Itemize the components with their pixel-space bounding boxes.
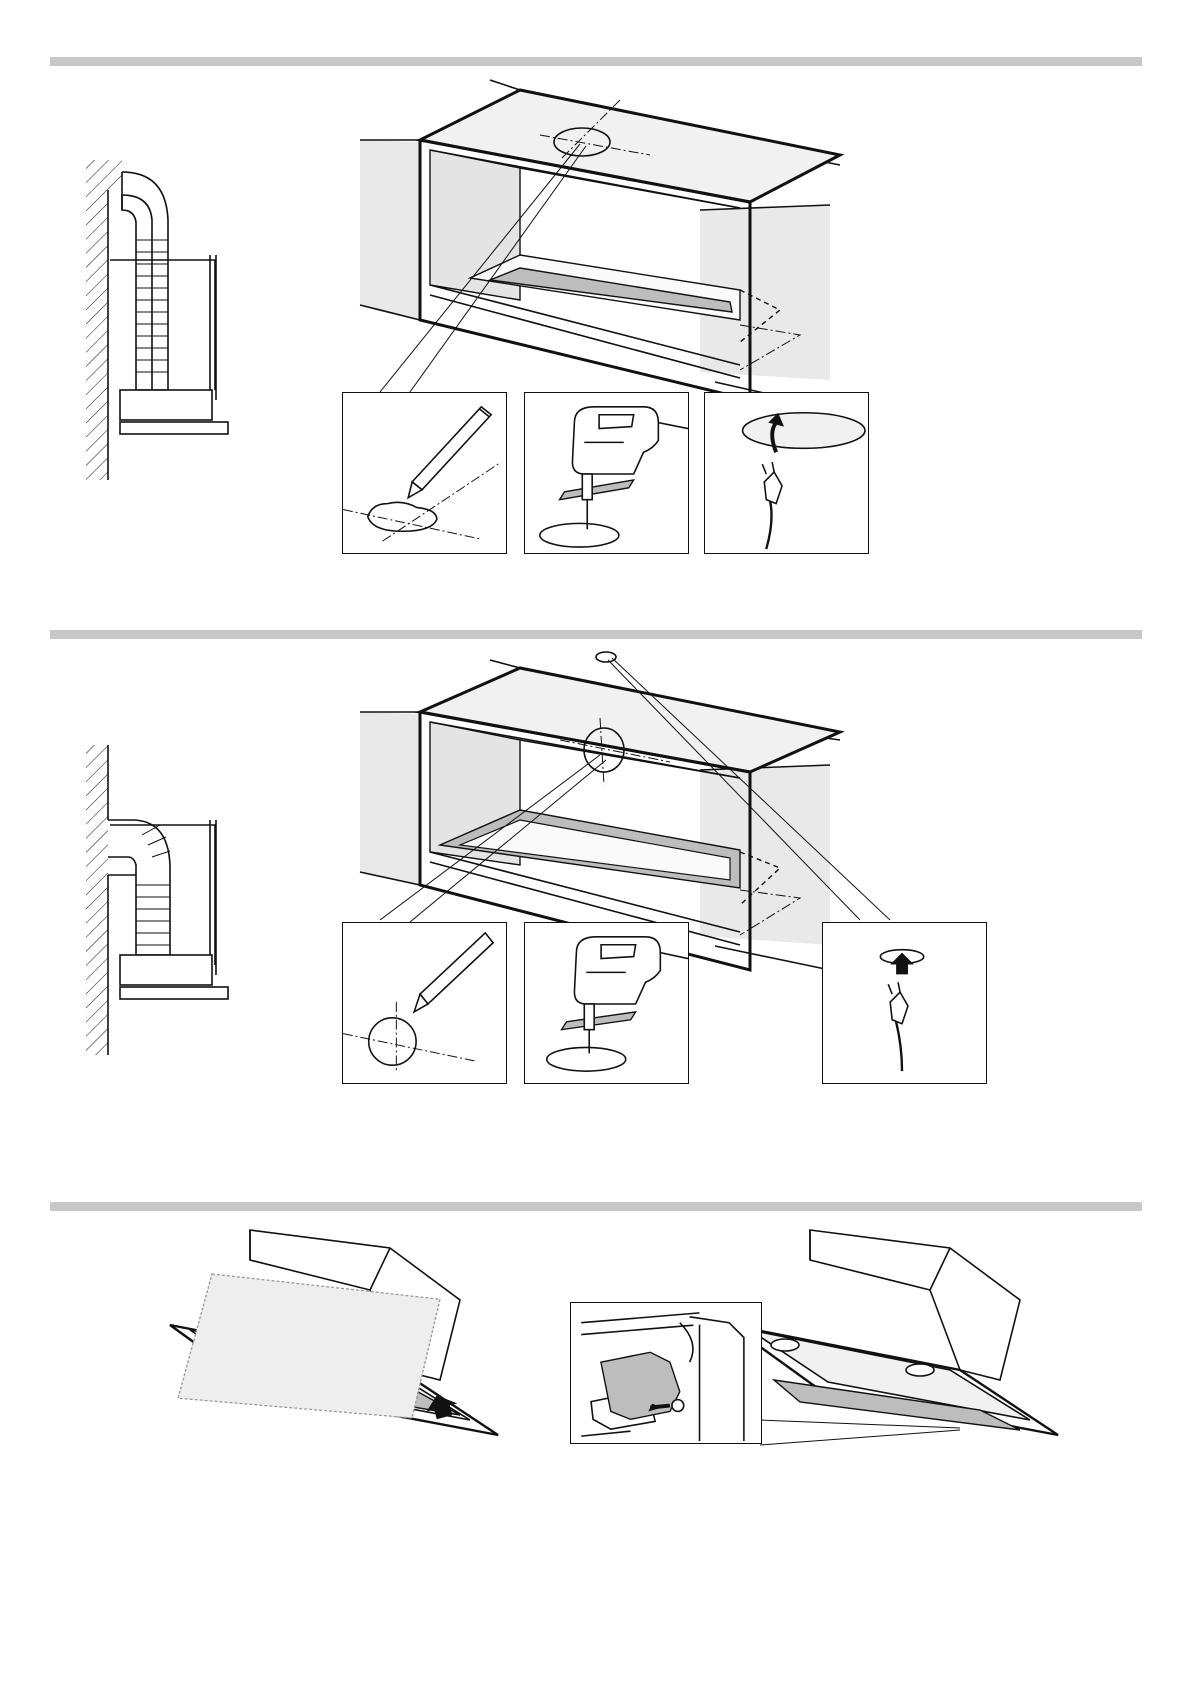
pencil-mark-icon xyxy=(343,923,506,1083)
inset-jigsaw-2 xyxy=(524,922,689,1084)
inset-mark-outlet xyxy=(342,392,507,554)
inset-mark-back-outlet xyxy=(342,922,507,1084)
power-cable-icon xyxy=(823,923,986,1083)
inset-power-cable xyxy=(704,392,869,554)
pencil-mark-icon xyxy=(343,393,506,553)
latch-detail-icon xyxy=(571,1303,761,1443)
section-divider-1 xyxy=(50,57,1142,66)
inset-latch-detail xyxy=(570,1302,762,1444)
jigsaw-icon xyxy=(525,923,688,1083)
jigsaw-icon xyxy=(525,393,688,553)
inset-power-cable-2 xyxy=(822,922,987,1084)
cabinet-top-cutout-view xyxy=(360,80,840,420)
section-divider-2 xyxy=(50,630,1142,639)
hood-filter-removal-view xyxy=(150,1230,510,1440)
hood-installed-view xyxy=(710,1230,1070,1440)
side-view-horizontal-duct-icon xyxy=(80,745,240,1055)
power-cable-icon xyxy=(705,393,868,553)
side-view-vertical-duct-icon xyxy=(80,160,240,490)
section-divider-3 xyxy=(50,1202,1142,1211)
inset-jigsaw xyxy=(524,392,689,554)
